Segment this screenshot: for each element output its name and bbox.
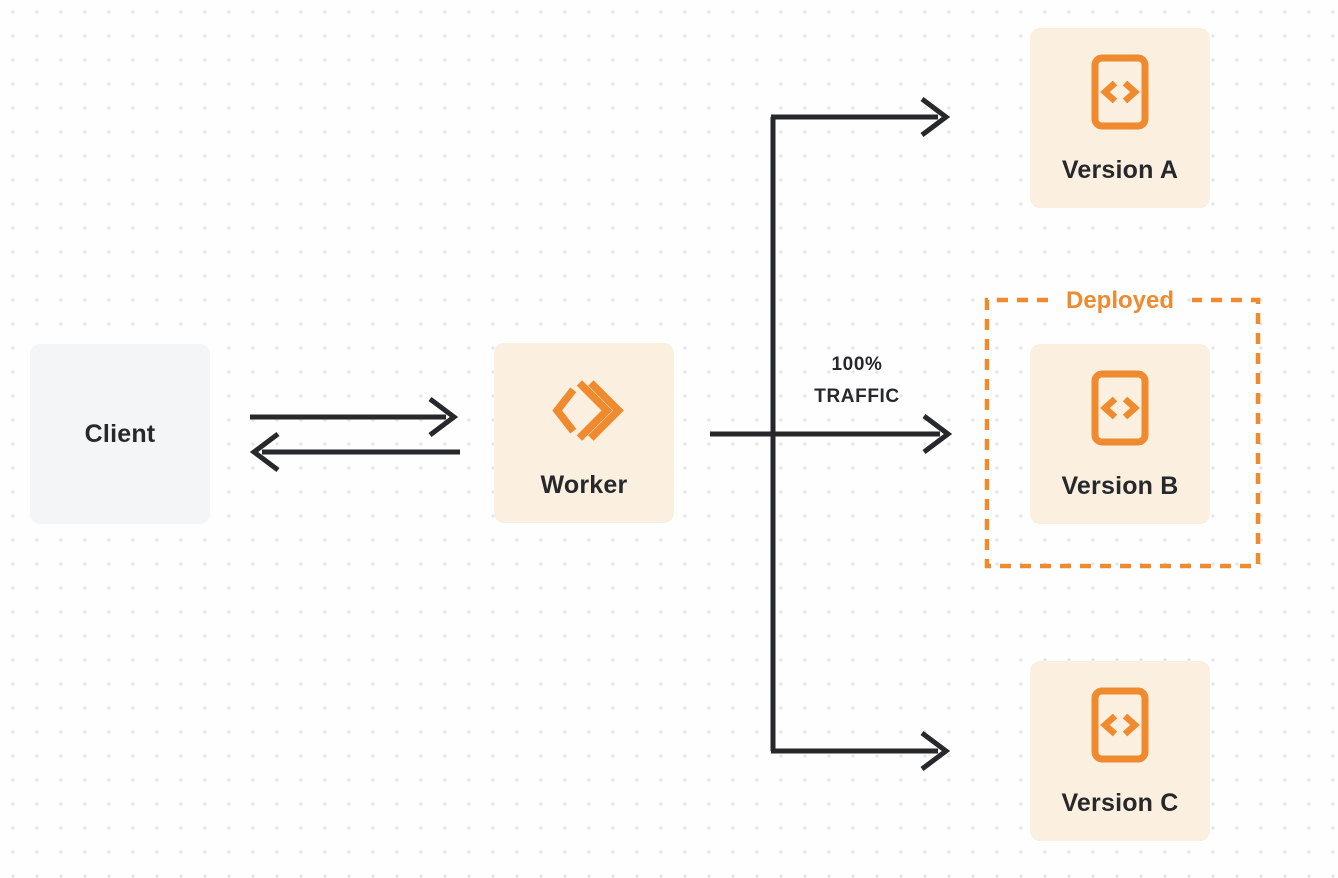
code-file-icon	[1091, 54, 1149, 130]
version-a-node: Version A	[1030, 28, 1210, 208]
traffic-edge-label-line1: 100%	[831, 354, 883, 375]
version-c-node: Version C	[1030, 661, 1210, 841]
traffic-edge-label-line2: TRAFFIC	[814, 386, 900, 407]
arrow-client-to-worker-head	[428, 397, 459, 437]
client-node-label: Client	[84, 419, 156, 448]
arrow-to-version-b-head	[922, 414, 953, 454]
worker-node-label: Worker	[540, 471, 628, 499]
version-b-node: Version B	[1030, 344, 1210, 524]
deployed-group-label: Deployed	[1065, 287, 1175, 314]
arrow-to-version-c-head	[920, 731, 951, 771]
client-node: Client	[30, 344, 210, 524]
version-c-node-label: Version C	[1061, 789, 1179, 817]
arrow-worker-to-client-head	[249, 432, 280, 472]
version-b-node-label: Version B	[1061, 472, 1179, 500]
version-a-node-label: Version A	[1061, 156, 1179, 184]
code-file-icon	[1091, 370, 1149, 446]
workers-double-chevron-icon	[552, 380, 624, 441]
code-file-icon	[1091, 687, 1149, 763]
traffic-edge-label: 100% TRAFFIC	[814, 349, 899, 413]
arrow-to-version-a-head	[920, 97, 951, 137]
worker-node: Worker	[494, 343, 674, 523]
